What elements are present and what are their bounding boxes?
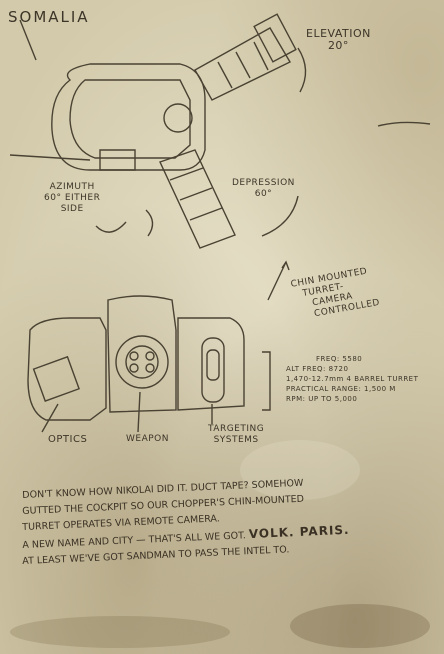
turret-top-view xyxy=(9,13,431,301)
turret-specs: FREQ: 5580 ALT FREQ: 8720 1,470-12.7mm 4… xyxy=(286,354,418,404)
spec-line: PRACTICAL RANGE: 1,500 M xyxy=(286,385,396,393)
page-title: SOMALIA xyxy=(8,8,90,26)
azimuth-label: AZIMUTH 60° EITHER SIDE xyxy=(44,182,100,215)
elevation-value: 20° xyxy=(327,39,349,52)
spec-line: ALT FREQ: 8720 xyxy=(286,365,349,373)
stains xyxy=(10,440,430,648)
depression-text: DEPRESSION xyxy=(232,178,295,188)
optics-label: OPTICS xyxy=(48,434,88,445)
spec-line: FREQ: 5580 xyxy=(316,355,363,363)
elevation-label: ELEVATION 20° xyxy=(306,28,371,52)
azimuth-text: AZIMUTH xyxy=(49,182,95,192)
depression-label: DEPRESSION 60° xyxy=(232,178,295,200)
azimuth-range: 60° EITHER xyxy=(44,193,101,203)
spec-line: 1,470-12.7mm 4 BARREL TURRET xyxy=(286,375,419,383)
handwritten-note: DON'T KNOW HOW NIKOLAI DID IT. DUCT TAPE… xyxy=(22,478,432,570)
targeting-label: TARGETING SYSTEMS xyxy=(208,424,264,446)
turret-front-view xyxy=(27,295,271,433)
spec-line: RPM: UP TO 5,000 xyxy=(286,395,358,403)
targeting-line-2: SYSTEMS xyxy=(213,435,259,445)
depression-value: 60° xyxy=(254,189,273,199)
azimuth-side: SIDE xyxy=(60,204,84,214)
elevation-text: ELEVATION xyxy=(306,27,371,40)
targeting-line-1: TARGETING xyxy=(208,424,265,434)
highlight-text: VOLK. PARIS. xyxy=(248,522,350,542)
weapon-label: WEAPON xyxy=(126,434,169,444)
